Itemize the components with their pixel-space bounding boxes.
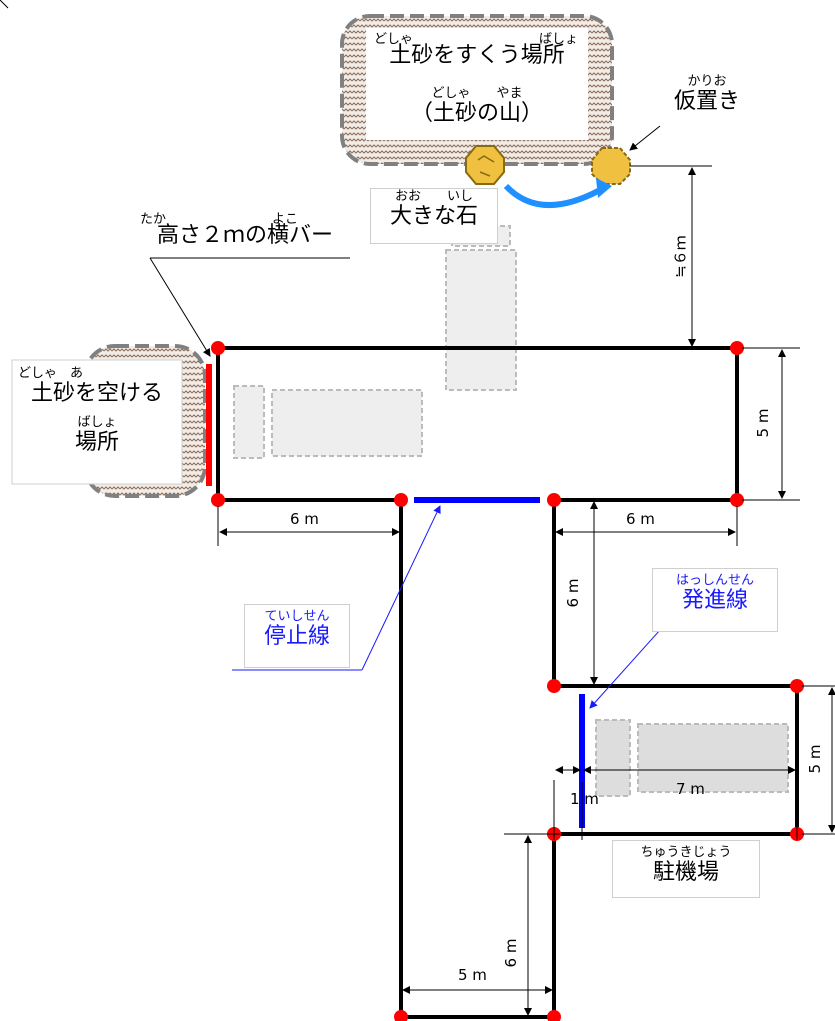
soil-pile-label: どしゃ やま （土砂の山） xyxy=(370,86,584,127)
corner-mark xyxy=(0,0,9,9)
big-stone-label: おお いし 大きな石 xyxy=(370,188,498,244)
soil-pile-text: （土砂の山） xyxy=(410,101,543,126)
bar-text: 高さ２ｍの横バー xyxy=(156,223,333,248)
bar-ruby2: よこ xyxy=(272,212,299,227)
dump-zone-inner xyxy=(11,359,183,485)
bar-label: たか よこ 高さ２ｍの横バー xyxy=(130,208,360,249)
dim-top-height: 5 m xyxy=(754,408,772,438)
big-stone-icon xyxy=(465,145,505,185)
parking-text: 駐機場 xyxy=(652,860,719,885)
parking-ruby: ちゅうきじょう xyxy=(640,845,732,860)
scoop-zone-inner xyxy=(366,28,588,140)
dim-parking-height: 5 m xyxy=(806,744,824,774)
scoop-area-ruby2: ばしょ xyxy=(538,32,578,47)
dim-left-width: 6 m xyxy=(290,510,319,528)
bar-ruby1: たか xyxy=(140,212,167,227)
scoop-area-label: どしゃ ばしょ 土砂をすくう場所 xyxy=(370,28,584,69)
machine-ghost-parked xyxy=(595,719,789,797)
dump-area-ruby2: ばしょ xyxy=(77,415,117,430)
dim-right-width: 6 m xyxy=(626,510,655,528)
temp-place-text: 仮置き xyxy=(673,89,740,114)
stop-line-ruby: ていしせん xyxy=(264,609,330,624)
start-line-ruby: はっしんせん xyxy=(675,573,754,588)
temp-place-ruby: かりお xyxy=(687,74,727,89)
dim-middle-height: 6 m xyxy=(564,578,582,608)
dim-parking-width: 7 m xyxy=(676,780,705,798)
move-arrow xyxy=(503,183,602,209)
dump-area-text2: 場所 xyxy=(74,430,119,455)
dump-area-text1: 土砂を空ける xyxy=(30,381,163,406)
dim-bottom-width: 5 m xyxy=(458,966,487,984)
machine-ghost-vertical xyxy=(445,225,517,391)
temp-stone-icon xyxy=(591,147,631,185)
scoop-area-ruby1: どしゃ xyxy=(374,32,414,47)
dump-area-ruby1: どしゃ あ xyxy=(18,366,84,381)
big-stone-ruby: おお いし xyxy=(394,189,473,204)
temp-leader xyxy=(629,125,661,151)
temp-place-label: かりお 仮置き xyxy=(662,74,752,115)
dim-gap: 1 m xyxy=(570,790,599,808)
start-line-text: 発進線 xyxy=(681,588,748,613)
parking-label: ちゅうきじょう 駐機場 xyxy=(612,840,760,898)
machine-ghost-work xyxy=(233,385,423,459)
big-stone-text: 大きな石 xyxy=(389,204,478,229)
corner-dots xyxy=(211,341,804,1021)
scoop-area-text: 土砂をすくう場所 xyxy=(389,43,565,68)
dim-bottom-height: 6 m xyxy=(502,938,520,968)
soil-pile-ruby: どしゃ やま xyxy=(431,86,523,101)
dump-area-label: どしゃ あ 土砂を空ける ばしょ 場所 xyxy=(14,366,180,456)
dim-approx-6m: ≒６ｍ xyxy=(671,235,690,278)
start-line-label: はっしんせん 発進線 xyxy=(652,568,778,632)
stop-line-label: ていしせん 停止線 xyxy=(244,604,350,668)
stop-line-text: 停止線 xyxy=(263,624,330,649)
